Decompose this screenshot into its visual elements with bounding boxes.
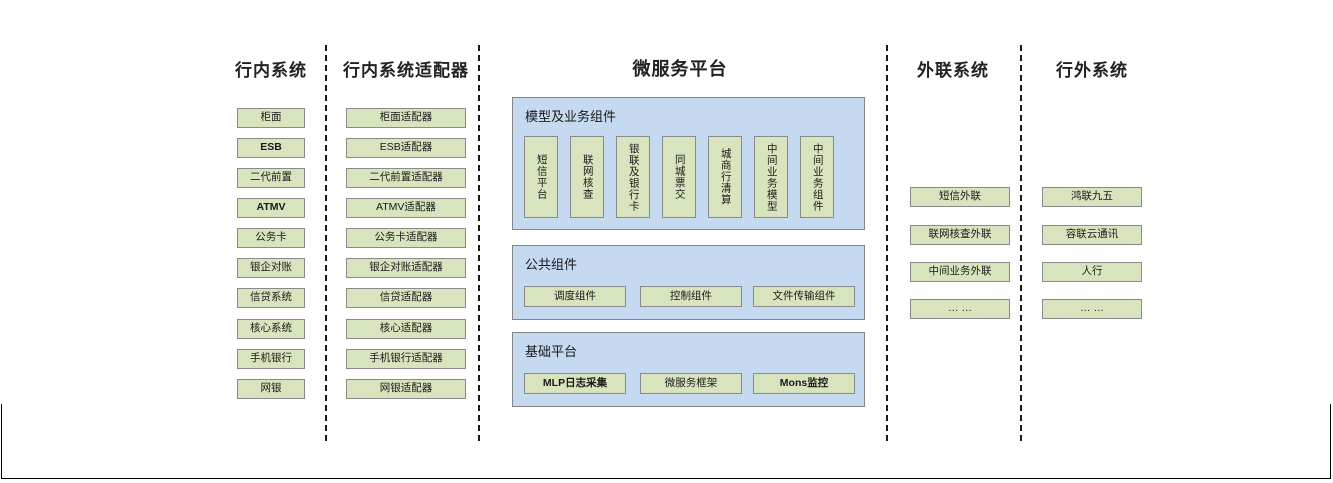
node-inner-system-3[interactable]: 二代前置 [237, 168, 305, 188]
node-model-component-5[interactable]: 城商行清算 [708, 136, 742, 218]
node-adapter-1[interactable]: 柜面适配器 [346, 108, 466, 128]
node-inner-system-8[interactable]: 核心系统 [237, 319, 305, 339]
column-separator-3 [886, 45, 888, 441]
page-border-left [1, 404, 2, 479]
node-adapter-7[interactable]: 信贷适配器 [346, 288, 466, 308]
page-border-right [1330, 404, 1331, 479]
column-title-inner-system-adapters: 行内系统适配器 [343, 61, 469, 80]
column-separator-1 [325, 45, 327, 441]
node-external-link-2[interactable]: 联网核查外联 [910, 225, 1010, 245]
node-inner-system-5[interactable]: 公务卡 [237, 228, 305, 248]
column-separator-4 [1020, 45, 1022, 441]
node-inner-system-10[interactable]: 网银 [237, 379, 305, 399]
node-inner-system-4[interactable]: ATMV [237, 198, 305, 218]
node-inner-system-2[interactable]: ESB [237, 138, 305, 158]
node-base-platform-3[interactable]: Mons监控 [753, 373, 855, 394]
column-title-microservice-platform: 微服务平台 [632, 59, 728, 79]
node-external-link-1[interactable]: 短信外联 [910, 187, 1010, 207]
node-inner-system-6[interactable]: 银企对账 [237, 258, 305, 278]
node-external-link-4[interactable]: … … [910, 299, 1010, 319]
column-title-inner-systems: 行内系统 [235, 61, 307, 80]
node-outside-bank-4[interactable]: … … [1042, 299, 1142, 319]
node-base-platform-1[interactable]: MLP日志采集 [524, 373, 626, 394]
page-border-bottom [1, 478, 1331, 479]
node-adapter-5[interactable]: 公务卡适配器 [346, 228, 466, 248]
node-adapter-8[interactable]: 核心适配器 [346, 319, 466, 339]
node-model-component-1[interactable]: 短信平台 [524, 136, 558, 218]
panel-title-public-components: 公共组件 [525, 257, 578, 272]
node-outside-bank-1[interactable]: 鸿联九五 [1042, 187, 1142, 207]
panel-title-base-platform: 基础平台 [525, 344, 578, 359]
column-title-outside-bank-systems: 行外系统 [1056, 61, 1128, 80]
node-inner-system-9[interactable]: 手机银行 [237, 349, 305, 369]
node-model-component-2[interactable]: 联网核查 [570, 136, 604, 218]
node-model-component-6[interactable]: 中间业务模型 [754, 136, 788, 218]
node-inner-system-7[interactable]: 信贷系统 [237, 288, 305, 308]
node-public-component-3[interactable]: 文件传输组件 [753, 286, 855, 307]
column-separator-2 [478, 45, 480, 441]
node-adapter-9[interactable]: 手机银行适配器 [346, 349, 466, 369]
node-public-component-1[interactable]: 调度组件 [524, 286, 626, 307]
column-title-external-link-systems: 外联系统 [917, 61, 989, 80]
node-model-component-3[interactable]: 银联及银行卡 [616, 136, 650, 218]
node-public-component-2[interactable]: 控制组件 [640, 286, 742, 307]
panel-title-model-and-business-components: 模型及业务组件 [525, 109, 617, 124]
node-model-component-4[interactable]: 同城票交 [662, 136, 696, 218]
node-model-component-7[interactable]: 中间业务组件 [800, 136, 834, 218]
node-inner-system-1[interactable]: 柜面 [237, 108, 305, 128]
panel-public-components: 公共组件 [512, 245, 865, 320]
node-adapter-4[interactable]: ATMV适配器 [346, 198, 466, 218]
node-outside-bank-3[interactable]: 人行 [1042, 262, 1142, 282]
node-outside-bank-2[interactable]: 容联云通讯 [1042, 225, 1142, 245]
panel-base-platform: 基础平台 [512, 332, 865, 407]
node-base-platform-2[interactable]: 微服务框架 [640, 373, 742, 394]
node-adapter-3[interactable]: 二代前置适配器 [346, 168, 466, 188]
node-adapter-10[interactable]: 网银适配器 [346, 379, 466, 399]
node-adapter-6[interactable]: 银企对账适配器 [346, 258, 466, 278]
node-adapter-2[interactable]: ESB适配器 [346, 138, 466, 158]
node-external-link-3[interactable]: 中间业务外联 [910, 262, 1010, 282]
